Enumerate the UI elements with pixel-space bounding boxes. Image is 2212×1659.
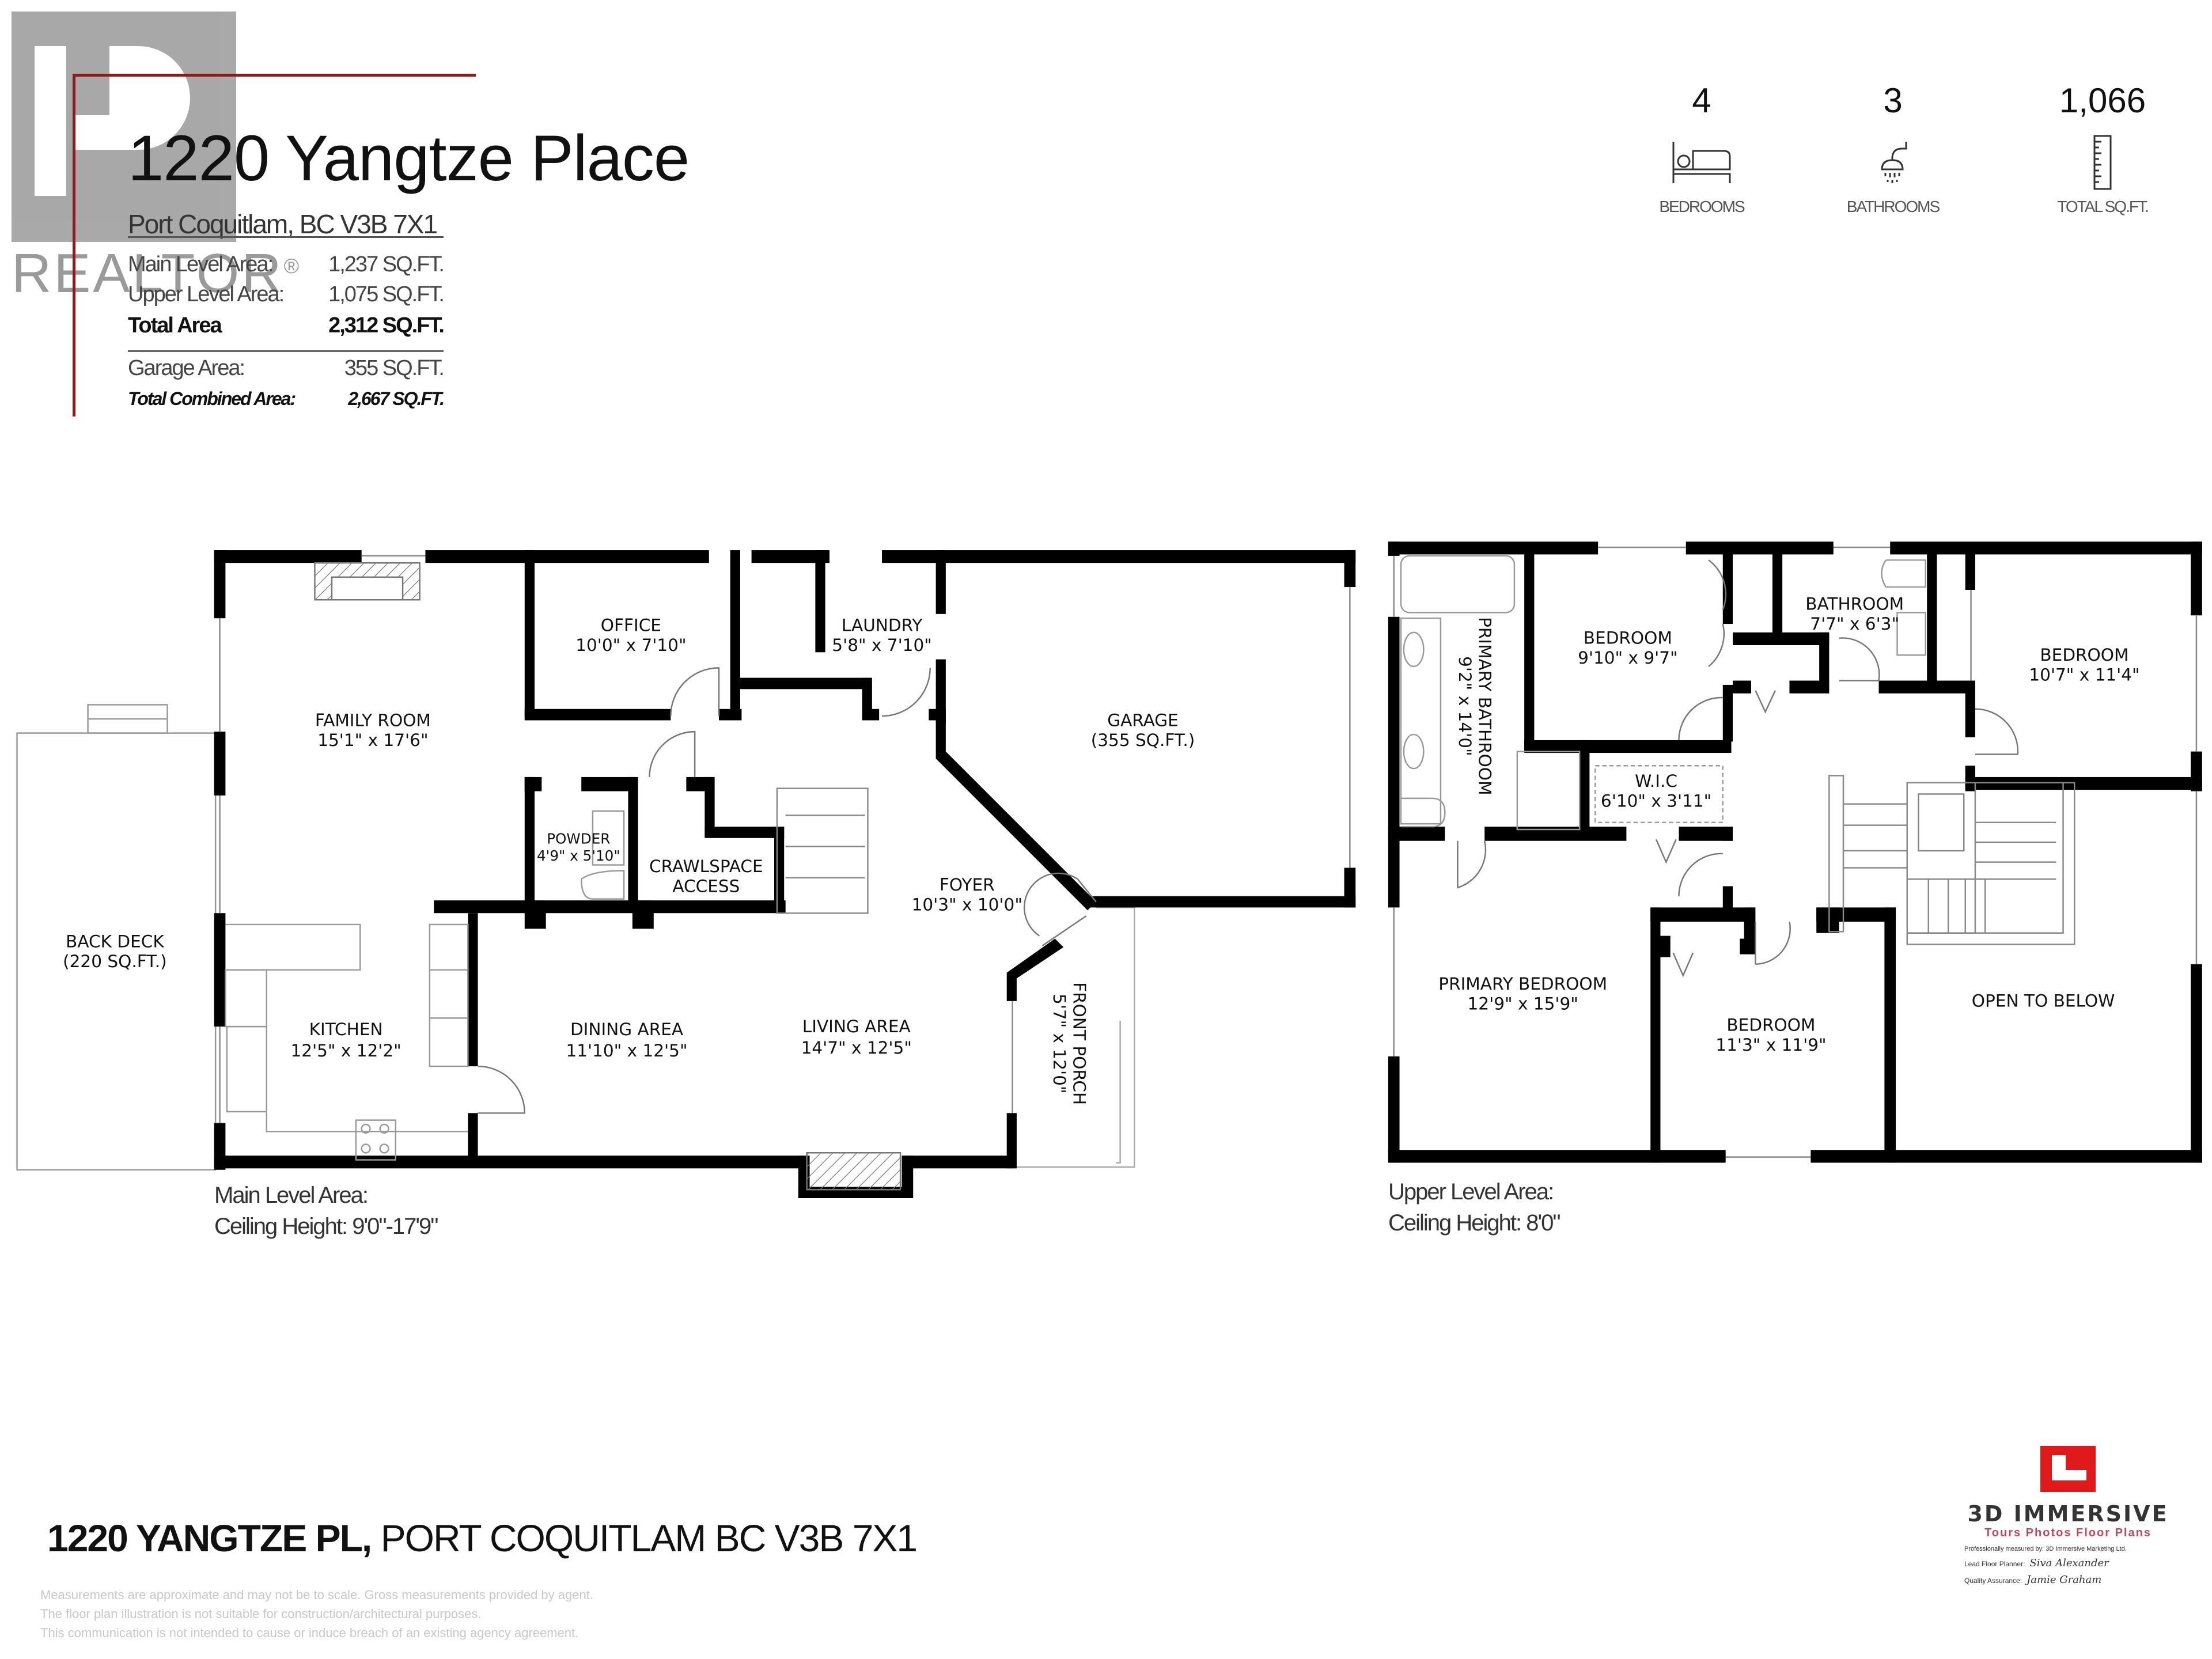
svg-text:OPEN TO BELOW: OPEN TO BELOW <box>1972 991 2115 1011</box>
divider <box>128 236 444 238</box>
accent-line-horizontal <box>73 74 476 77</box>
kitchen-counters <box>225 810 625 1161</box>
main-stairs <box>776 787 869 914</box>
svg-text:11'10" x 12'5": 11'10" x 12'5" <box>566 1041 687 1060</box>
svg-text:9'10" x 9'7": 9'10" x 9'7" <box>1578 648 1678 668</box>
lead-planner: Lead Floor Planner:Siva Alexander <box>1964 1557 2109 1569</box>
area-row-combined: Total Combined Area: 2,667 SQ.FT. <box>128 388 445 409</box>
svg-text:W.I.C: W.I.C <box>1635 771 1677 791</box>
main-walls <box>214 550 1356 1198</box>
upper-level-note: Upper Level Area: Ceiling Height: 8'0" <box>1388 1179 1561 1236</box>
svg-text:KITCHEN: KITCHEN <box>309 1020 383 1039</box>
page-title: 1220 Yangtze Place <box>128 122 690 194</box>
svg-text:9'2" x 14'0": 9'2" x 14'0" <box>1455 656 1475 756</box>
stat-total-sqft: 1,066 TOTAL SQ.FT. <box>2016 81 2189 216</box>
upper-level-plan: PRIMARY BATHROOM 9'2" x 14'0" BEDROOM 9'… <box>1388 541 2202 1163</box>
svg-text:10'0" x 7'10": 10'0" x 7'10" <box>575 635 686 655</box>
door-swings <box>1457 559 2019 978</box>
door-swings <box>478 667 1097 1114</box>
accent-line-vertical <box>73 74 75 416</box>
svg-text:OFFICE: OFFICE <box>601 615 661 635</box>
svg-text:7'7" x 6'3": 7'7" x 6'3" <box>1810 614 1899 634</box>
svg-text:12'5" x 12'2": 12'5" x 12'2" <box>290 1041 401 1060</box>
svg-text:PRIMARY BATHROOM: PRIMARY BATHROOM <box>1475 617 1494 796</box>
svg-text:BEDROOM: BEDROOM <box>1584 628 1672 648</box>
svg-text:BATHROOM: BATHROOM <box>1805 594 1904 613</box>
brand-logo-icon <box>2040 1446 2096 1492</box>
svg-text:LAUNDRY: LAUNDRY <box>842 615 923 635</box>
realtor-logo-bowl <box>75 46 190 150</box>
svg-text:BEDROOM: BEDROOM <box>1726 1016 1815 1035</box>
area-row-garage: Garage Area: 355 SQ.FT. <box>128 356 445 380</box>
svg-text:10'3" x 10'0": 10'3" x 10'0" <box>912 895 1022 914</box>
realtor-logo-stem <box>35 46 66 196</box>
svg-text:FOYER: FOYER <box>940 875 995 895</box>
divider <box>128 350 444 352</box>
svg-text:GARAGE: GARAGE <box>1107 710 1179 730</box>
svg-text:(220 SQ.FT.): (220 SQ.FT.) <box>63 952 166 971</box>
area-row-total: Total Area 2,312 SQ.FT. <box>128 313 445 338</box>
disclaimer: Measurements are approximate and may not… <box>40 1588 593 1640</box>
svg-text:(355 SQ.FT.): (355 SQ.FT.) <box>1091 730 1195 750</box>
upper-walls <box>1388 541 2202 1163</box>
svg-text:5'8" x 7'10": 5'8" x 7'10" <box>832 635 932 655</box>
upper-stairs <box>1828 775 2075 945</box>
svg-text:CRAWLSPACE: CRAWLSPACE <box>649 857 763 876</box>
stat-bedrooms: 4 BEDROOMS <box>1615 81 1788 216</box>
bath-fixtures <box>1400 555 1926 831</box>
brand-3d-immersive: 3D IMMERSIVE Tours Photos Floor Plans Pr… <box>1947 1446 2189 1586</box>
svg-text:6'10" x 3'11": 6'10" x 3'11" <box>1601 791 1711 811</box>
footer-address: 1220 YANGTZE PL, PORT COQUITLAM BC V3B 7… <box>47 1517 918 1559</box>
shower-icon <box>1806 131 1979 194</box>
realtor-wordmark: REALTOR® <box>12 243 302 304</box>
area-row-upper: Upper Level Area: 1,075 SQ.FT. <box>128 282 445 306</box>
svg-text:FRONT PORCH: FRONT PORCH <box>1069 982 1089 1105</box>
main-level-plan: FAMILY ROOM 15'1" x 17'6" OFFICE 10'0" x… <box>16 550 1356 1198</box>
fireplace-icon <box>806 1152 902 1191</box>
bed-icon <box>1615 131 1788 194</box>
stat-bathrooms: 3 BATHROOMS <box>1806 81 1979 216</box>
svg-text:BACK DECK: BACK DECK <box>66 931 164 951</box>
svg-text:DINING AREA: DINING AREA <box>570 1020 683 1039</box>
svg-text:4'9" x 5'10": 4'9" x 5'10" <box>537 847 620 864</box>
svg-text:LIVING AREA: LIVING AREA <box>802 1017 911 1036</box>
svg-text:FAMILY ROOM: FAMILY ROOM <box>315 710 431 730</box>
svg-text:POWDER: POWDER <box>547 831 610 847</box>
ruler-icon <box>2016 131 2189 194</box>
area-row-main: Main Level Area: 1,237 SQ.FT. <box>128 252 445 276</box>
svg-text:ACCESS: ACCESS <box>672 876 740 896</box>
svg-text:10'7" x 11'4": 10'7" x 11'4" <box>2029 665 2139 685</box>
svg-text:11'3" x 11'9": 11'3" x 11'9" <box>1715 1035 1826 1055</box>
svg-text:5'7" x 12'0": 5'7" x 12'0" <box>1050 994 1069 1094</box>
svg-text:12'9" x 15'9": 12'9" x 15'9" <box>1468 994 1578 1014</box>
svg-text:PRIMARY BEDROOM: PRIMARY BEDROOM <box>1438 974 1607 994</box>
page-subtitle: Port Coquitlam, BC V3B 7X1 <box>128 209 438 239</box>
main-level-note: Main Level Area: Ceiling Height: 9'0"-17… <box>214 1183 438 1239</box>
svg-text:14'7" x 12'5": 14'7" x 12'5" <box>801 1038 912 1058</box>
svg-text:BEDROOM: BEDROOM <box>2040 645 2128 665</box>
svg-text:15'1" x 17'6": 15'1" x 17'6" <box>317 730 428 750</box>
realtor-logo <box>12 12 236 242</box>
quality-assurance: Quality Assurance:Jamie Graham <box>1964 1574 2102 1586</box>
